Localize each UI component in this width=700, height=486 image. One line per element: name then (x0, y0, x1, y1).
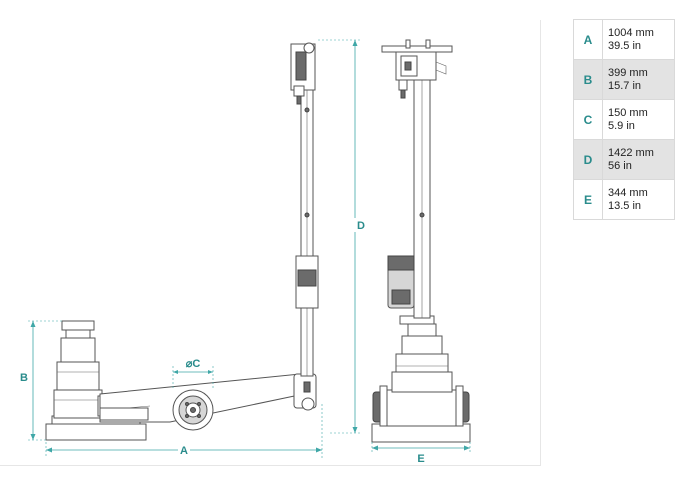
dimension-b: B (18, 320, 62, 441)
dimension-letter: B (574, 60, 603, 99)
dimension-values: 150 mm 5.9 in (603, 100, 648, 139)
front-view (371, 39, 471, 443)
dimension-letter: D (574, 140, 603, 179)
side-view (45, 42, 319, 441)
dimension-metric: 344 mm (608, 186, 648, 199)
dimension-label-a: A (180, 445, 188, 457)
dimension-imperial: 13.5 in (608, 199, 642, 212)
dimension-letter: C (574, 100, 603, 139)
dimension-imperial: 5.9 in (608, 119, 635, 132)
dimension-label-b: B (20, 372, 28, 384)
dimension-row-e: E 344 mm 13.5 in (574, 180, 674, 219)
dimension-a: A (45, 404, 323, 458)
drawing-bottom-rule (0, 465, 540, 466)
dimension-label-c: ⌀C (186, 358, 201, 370)
dimension-imperial: 15.7 in (608, 79, 642, 92)
dimension-imperial: 56 in (608, 159, 632, 172)
dimension-values: 1422 mm 56 in (603, 140, 654, 179)
dimension-values: 344 mm 13.5 in (603, 180, 648, 219)
dimension-imperial: 39.5 in (608, 39, 642, 52)
dimension-d: D (318, 39, 367, 434)
dimension-row-a: A 1004 mm 39.5 in (574, 20, 674, 60)
dimension-label-e: E (417, 453, 424, 465)
dimension-letter: E (574, 180, 603, 219)
dimension-values: 1004 mm 39.5 in (603, 20, 654, 59)
dimension-label-d: D (357, 220, 365, 232)
dimensions-table: A 1004 mm 39.5 in B 399 mm 15.7 in C 150… (573, 19, 675, 220)
dimension-c: ⌀C (172, 358, 214, 390)
dimension-row-c: C 150 mm 5.9 in (574, 100, 674, 140)
dimension-values: 399 mm 15.7 in (603, 60, 648, 99)
dimension-metric: 399 mm (608, 66, 648, 79)
dimension-row-b: B 399 mm 15.7 in (574, 60, 674, 100)
dimension-row-d: D 1422 mm 56 in (574, 140, 674, 180)
dimension-letter: A (574, 20, 603, 59)
drawing-right-rule (540, 20, 541, 466)
dimension-metric: 150 mm (608, 106, 648, 119)
dimension-e: E (371, 442, 471, 465)
dimension-metric: 1004 mm (608, 26, 654, 39)
jack-technical-drawing: A B ⌀C D E (18, 39, 471, 465)
dimension-metric: 1422 mm (608, 146, 654, 159)
